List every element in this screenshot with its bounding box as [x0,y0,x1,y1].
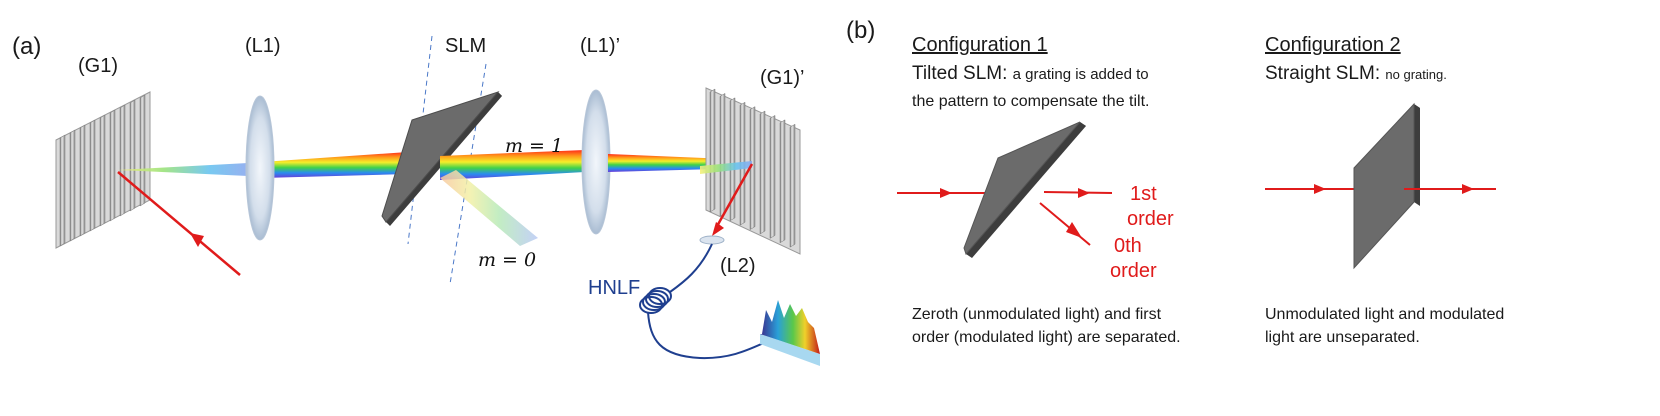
grating-ridge [119,104,126,217]
grating-ridge [769,114,776,239]
grating-ridge [139,94,146,207]
fiber-coil [639,287,672,314]
config2-caption-line1: Unmodulated light and modulated [1265,306,1505,323]
lens-l1-prime [581,89,611,235]
first-order-label-line2: order [1127,208,1174,230]
g1-dispersed-fan [118,163,248,176]
input-beam-arrow [190,233,204,247]
panel-b-label: (b) [846,17,875,44]
slm-normal-line-1 [407,35,433,245]
grating-ridge [789,123,796,248]
grating-g1-prime-label: (G1)’ [760,67,804,89]
beam-m0 [440,170,538,246]
config1-caption-line1: Zeroth (unmodulated light) and first [912,306,1162,323]
config1-heading-line: Tilted SLM: a grating is added to [912,62,1149,87]
grating-ridge [719,92,726,217]
lens-l1 [245,95,275,241]
grating-ridge [79,124,86,237]
slm-label: SLM [445,35,486,57]
config1-title: Configuration 1 [912,34,1048,56]
panel-a-label: (a) [12,33,41,60]
fiber-lead [669,243,713,293]
grating-g1-prime [705,87,801,255]
config1-caption-line2: order (modulated light) are separated. [912,329,1181,346]
grating-ridge [749,106,756,231]
config2-heading-line: Straight SLM: no grating. [1265,62,1447,87]
grating-ridge [109,109,116,222]
grating-ridge [69,129,76,242]
grating-ridge [59,134,66,247]
grating-ridge [759,110,766,235]
grating-ridge [99,114,106,227]
grating-ridge [709,88,716,213]
grating-ridge [779,119,786,244]
config2-title: Configuration 2 [1265,34,1401,56]
grating-g1-label: (G1) [78,55,118,77]
config1-heading-line2: the pattern to compensate the tilt. [912,93,1150,110]
fiber-label: HNLF [588,277,640,299]
lens-l2-label: (L2) [720,255,756,277]
config2-heading-detail: no grating. [1385,67,1447,82]
config1-heading-detail: a grating is added to [1012,66,1149,83]
beam-m1 [440,150,585,180]
config2-diagram [1265,102,1496,270]
order-m0-label: m = 0 [478,249,536,271]
grating-ridge [89,119,96,232]
output-beam [714,163,754,229]
lens-l1-prime-label: (L1)’ [580,35,620,57]
output-spectrum [760,300,820,366]
config2-caption-line2: light are unseparated. [1265,329,1420,346]
config1-heading: Tilted SLM: [912,63,1008,84]
grating-ridge [129,99,136,212]
g1p-recombine-fan [700,161,752,174]
lens-l1-label: (L1) [245,35,281,57]
zeroth-order-label-line1: 0th [1114,235,1142,257]
config2-heading: Straight SLM: [1265,63,1381,84]
order-m1-label: m = 1 [505,135,563,157]
zeroth-order-label-line2: order [1110,260,1157,282]
first-order-label-line1: 1st [1130,183,1157,205]
config1-diagram [897,121,1113,258]
grating-ridge [729,97,736,222]
fiber-output [647,311,767,360]
output-beam-arrow [712,222,724,236]
beam-l1-to-slm [262,152,408,178]
lens-l2 [699,235,725,245]
input-beam [117,171,241,276]
